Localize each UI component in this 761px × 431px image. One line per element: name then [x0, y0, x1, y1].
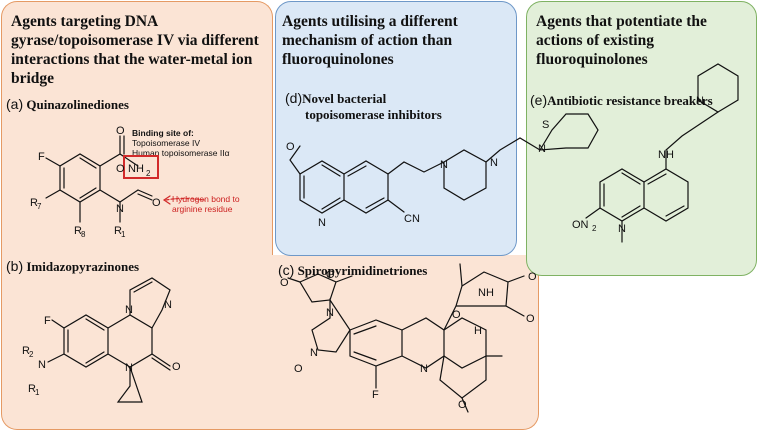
- heading-potentiate: Agents that potentiate the actions of ex…: [536, 13, 707, 68]
- svg-text:O: O: [526, 313, 535, 325]
- svg-text:O: O: [294, 363, 303, 375]
- svg-text:N: N: [164, 299, 172, 311]
- svg-text:N: N: [125, 304, 133, 316]
- svg-text:N: N: [326, 307, 334, 319]
- svg-text:O: O: [116, 163, 125, 175]
- svg-text:N: N: [38, 359, 46, 371]
- svg-text:CN: CN: [404, 213, 420, 225]
- svg-text:NH: NH: [658, 149, 674, 161]
- svg-text:R: R: [28, 383, 36, 395]
- svg-text:N: N: [318, 217, 326, 229]
- structure-spiropyrimidinetrione: [287, 263, 525, 413]
- svg-text:O: O: [458, 399, 467, 411]
- svg-text:O: O: [116, 125, 125, 137]
- structure-quinazolinedione: [45, 135, 153, 223]
- svg-text:F: F: [44, 315, 51, 327]
- svg-text:O: O: [286, 141, 295, 153]
- label-imidazopyrazinones: (b) Imidazopyrazinones: [6, 258, 140, 274]
- heading-targeting-gyrase: Agents targeting DNA gyrase/topoisomeras…: [11, 13, 259, 87]
- svg-text:N: N: [310, 347, 318, 359]
- svg-text:2: 2: [592, 224, 597, 233]
- svg-text:N: N: [420, 363, 428, 375]
- svg-text:N: N: [618, 223, 626, 235]
- svg-text:S: S: [542, 119, 549, 131]
- svg-text:N: N: [125, 362, 133, 374]
- svg-text:R: R: [74, 225, 82, 237]
- svg-text:N: N: [440, 159, 448, 171]
- svg-text:N: N: [490, 157, 498, 169]
- svg-text:O: O: [280, 277, 289, 289]
- heading-different-mechanism: Agents utilising a different mechanism o…: [282, 13, 458, 68]
- binding-site-note: Binding site of: Topoisomerase IV Human …: [132, 128, 230, 158]
- svg-text:O: O: [326, 269, 335, 281]
- label-resistance-breakers: (e)Antibiotic resistance breakers: [530, 92, 713, 108]
- svg-text:R: R: [30, 197, 38, 209]
- svg-text:2: 2: [29, 350, 34, 359]
- structure-nbti: [289, 113, 599, 214]
- svg-text:O: O: [528, 271, 537, 283]
- svg-text:NH: NH: [478, 287, 494, 299]
- svg-text:O: O: [152, 197, 161, 209]
- svg-text:R: R: [22, 345, 30, 357]
- svg-text:R: R: [114, 225, 122, 237]
- svg-text:NH: NH: [128, 163, 144, 175]
- svg-text:1: 1: [35, 388, 40, 397]
- svg-text:N: N: [116, 203, 124, 215]
- svg-text:F: F: [372, 389, 379, 401]
- hbond-note: Hydrogen bond to arginine residue: [172, 194, 240, 214]
- structure-resistance-breaker: [585, 63, 739, 243]
- svg-text:8: 8: [81, 230, 86, 239]
- label-quinazolinediones: (a) Quinazolinediones: [6, 96, 129, 112]
- svg-text:N: N: [696, 95, 704, 107]
- svg-text:F: F: [38, 151, 45, 163]
- svg-text:1: 1: [121, 230, 126, 239]
- svg-text:O: O: [452, 309, 461, 321]
- label-nbti-line2: topoisomerase inhibitors: [305, 107, 442, 122]
- panel-targeting-gyrase-top: [1, 1, 273, 266]
- svg-text:ON: ON: [572, 219, 589, 231]
- svg-text:O: O: [172, 361, 181, 373]
- svg-text:7: 7: [37, 202, 42, 211]
- svg-text:N: N: [538, 143, 546, 155]
- panel-potentiate: [526, 1, 757, 276]
- panel-join: [2, 255, 538, 267]
- panel-different-mechanism: [275, 1, 517, 256]
- svg-text:H: H: [474, 325, 482, 337]
- structure-imidazopyrazinone: [47, 277, 171, 403]
- label-spiropyrimidinetriones: (c) Spiropyrimidinetriones: [278, 262, 428, 278]
- label-nbti: (d)Novel bacterial: [285, 90, 387, 106]
- svg-text:2: 2: [146, 169, 151, 178]
- panel-targeting-gyrase-bottom: [1, 258, 539, 430]
